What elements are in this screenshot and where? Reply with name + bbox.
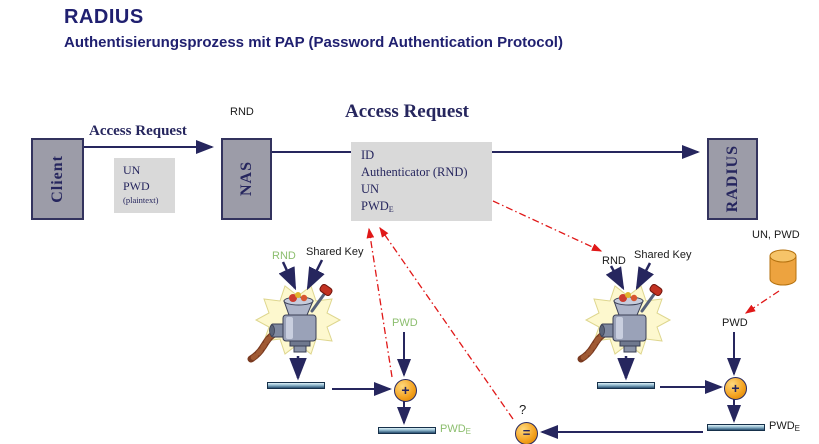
radius-hash-bar — [597, 382, 655, 389]
packet-box: ID Authenticator (RND) UN PWDE — [351, 142, 492, 221]
cred-pwd: PWD — [123, 179, 150, 193]
dashed-arrow-authenticator-to-rnd — [492, 200, 603, 252]
access-request-client-label: Access Request — [89, 123, 187, 139]
access-request-radius-label: Access Request — [345, 101, 470, 122]
packet-un: UN — [361, 182, 380, 196]
radius-box: RADIUS — [707, 138, 758, 220]
cred-un: UN — [123, 163, 141, 177]
nas-label: NAS — [237, 161, 255, 197]
radius-xor-circle: + — [724, 377, 747, 400]
dashed-arrow-store-to-pwd — [744, 290, 780, 314]
rnd-at-nas-label: RND — [230, 106, 254, 118]
nas-pwd-e-label: PWDE — [440, 423, 472, 436]
cred-plaintext-note: (plaintext) — [123, 195, 159, 205]
nas-rnd-label: RND — [272, 250, 296, 262]
client-box: Client — [31, 138, 84, 220]
radius-shared-key-label: Shared Key — [634, 249, 692, 261]
equals-circle: = — [515, 422, 538, 444]
page-subtitle: Authentisierungsprozess mit PAP (Passwor… — [64, 34, 563, 51]
dashed-arrow-nas-xor-to-packet-pwde — [366, 227, 393, 378]
packet-pwd-e: PWDE — [361, 199, 394, 214]
radius-grinder-icon — [576, 278, 676, 366]
credentials-box: UN PWD (plaintext) — [114, 158, 175, 213]
radius-rnd-label: RND — [602, 255, 626, 267]
nas-xor-circle: + — [394, 379, 417, 402]
radius-pwd-e-label: PWDE — [769, 420, 801, 433]
client-label: Client — [48, 155, 66, 203]
database-cylinder-icon — [769, 249, 797, 286]
packet-authenticator: Authenticator (RND) — [361, 165, 468, 179]
nas-grinder-icon — [246, 278, 346, 366]
nas-box: NAS — [221, 138, 272, 220]
nas-hash-bar — [267, 382, 325, 389]
packet-id: ID — [361, 148, 375, 162]
nas-pwde-bar — [378, 427, 436, 434]
nas-pwd-label: PWD — [392, 317, 418, 329]
radius-pwd-label: PWD — [722, 317, 748, 329]
question-label: ? — [519, 402, 527, 417]
user-store-label: UN, PWD — [752, 229, 800, 241]
radius-pwde-bar — [707, 424, 765, 431]
page-title: RADIUS — [64, 6, 144, 28]
nas-shared-key-label: Shared Key — [306, 246, 364, 258]
radius-label: RADIUS — [723, 145, 741, 213]
